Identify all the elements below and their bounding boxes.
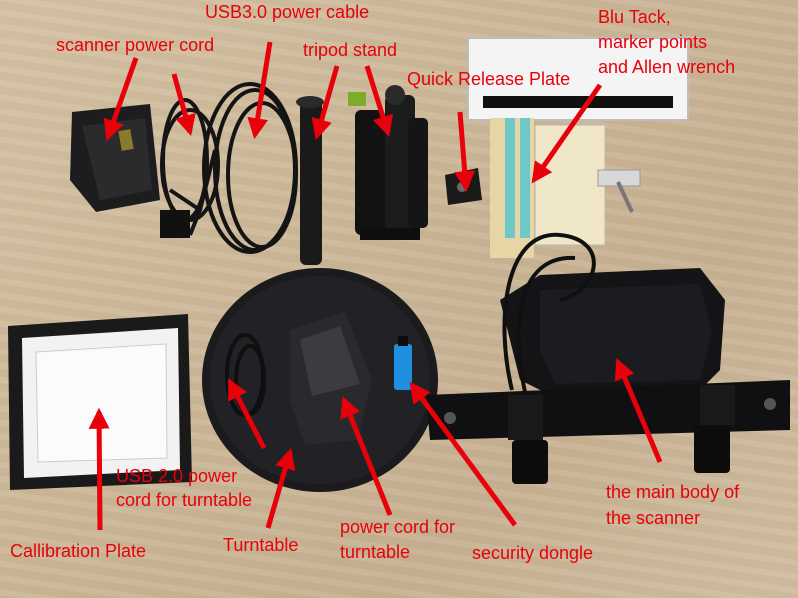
scanner-camera-left	[508, 395, 548, 484]
arrow-power-cord-turntable	[340, 396, 393, 516]
arrow-turntable	[265, 447, 296, 529]
arrow-blu-tack	[531, 83, 603, 184]
label-power-cord-line1: power cord for	[340, 517, 456, 537]
arrow-quick-release-plate	[454, 111, 476, 193]
label-blu-tack-line2: marker points	[598, 32, 708, 52]
label-calibration-plate: Callibration Plate	[10, 541, 147, 561]
scanner-power-cord-bag	[70, 104, 160, 212]
label-main-body-line1: the main body of	[606, 482, 740, 502]
calibration-plate	[8, 314, 192, 490]
tripod-rod	[296, 96, 324, 265]
allen-wrench	[597, 169, 641, 213]
arrow-calibration-plate	[88, 407, 110, 531]
arrow-tripod-stand	[364, 65, 393, 138]
label-main-body-line2: the scanner	[606, 508, 701, 528]
arrow-scanner-power-cord	[171, 73, 196, 137]
marker-box	[467, 37, 689, 121]
scanner-camera-right	[694, 385, 735, 473]
arrow-security-dongle	[409, 381, 518, 527]
arrow-main-body	[614, 358, 663, 463]
arrow-usb2-cord	[227, 378, 267, 450]
label-usb3-power-cable: USB3.0 power cable	[205, 2, 370, 22]
label-usb2-line1: USB 2.0 power	[116, 466, 238, 486]
label-quick-release-plate: Quick Release Plate	[407, 69, 571, 89]
label-usb2-line2: cord for turntable	[116, 490, 253, 510]
label-blu-tack-line1: Blu Tack,	[598, 7, 671, 27]
arrow-scanner-power-cord-bag	[103, 57, 139, 141]
label-security-dongle: security dongle	[472, 543, 594, 563]
marker-sheets	[490, 118, 606, 258]
label-turntable: Turntable	[223, 535, 299, 555]
label-scanner-power-cord: scanner power cord	[56, 35, 215, 55]
label-blu-tack-line3: and Allen wrench	[598, 57, 736, 77]
label-tripod-stand: tripod stand	[303, 40, 398, 60]
arrow-usb3-cable	[247, 41, 273, 140]
arrow-tripod-rod	[311, 65, 340, 141]
security-dongle	[394, 336, 412, 390]
scanner-cables	[502, 232, 596, 393]
label-power-cord-line2: turntable	[340, 542, 411, 562]
